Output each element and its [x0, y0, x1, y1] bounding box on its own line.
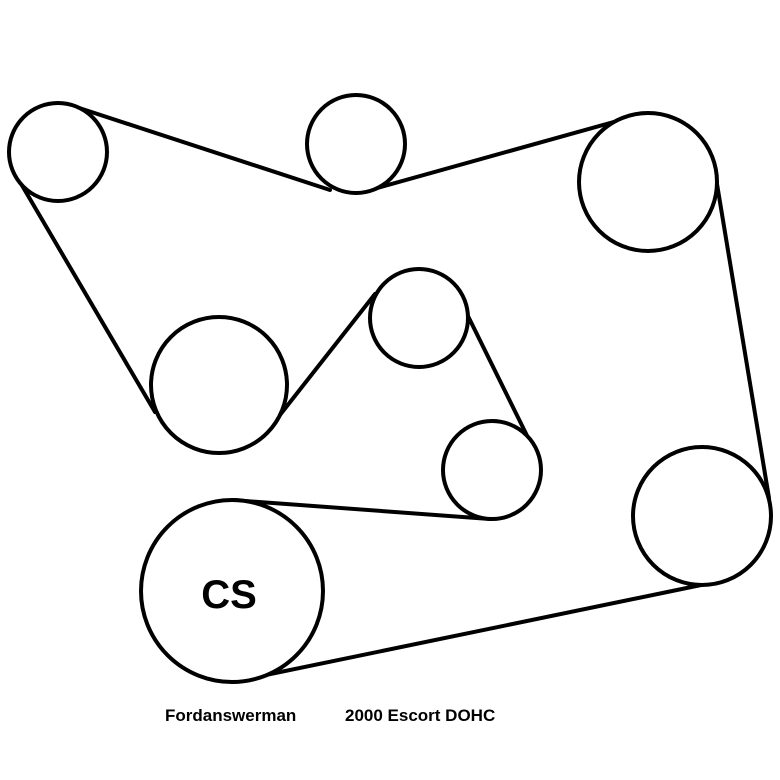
- pulleys: [7, 93, 773, 684]
- crankshaft-label: CS: [201, 573, 257, 617]
- pulley-crankshaft: [139, 498, 325, 684]
- belt-segment: [714, 176, 771, 500]
- belt-segment: [68, 103, 332, 192]
- pulley-lower-right: [631, 445, 773, 587]
- belt-segment: [230, 498, 492, 521]
- pulley-upper-right: [577, 111, 719, 253]
- pulley-upper-left: [7, 101, 109, 203]
- belt-segment: [274, 292, 377, 422]
- pulley-lower-idler: [441, 419, 543, 521]
- pulley-mid-left: [149, 315, 289, 455]
- caption: Fordanswerman 2000 Escort DOHC: [0, 706, 780, 766]
- pulley-top-idler: [305, 93, 407, 195]
- belt-segment: [230, 582, 708, 684]
- caption-author: Fordanswerman: [165, 706, 297, 725]
- belt-segment: [18, 180, 157, 414]
- belt-segment: [368, 116, 630, 192]
- pulley-center-idler: [368, 267, 470, 369]
- caption-vehicle: 2000 Escort DOHC: [345, 706, 496, 725]
